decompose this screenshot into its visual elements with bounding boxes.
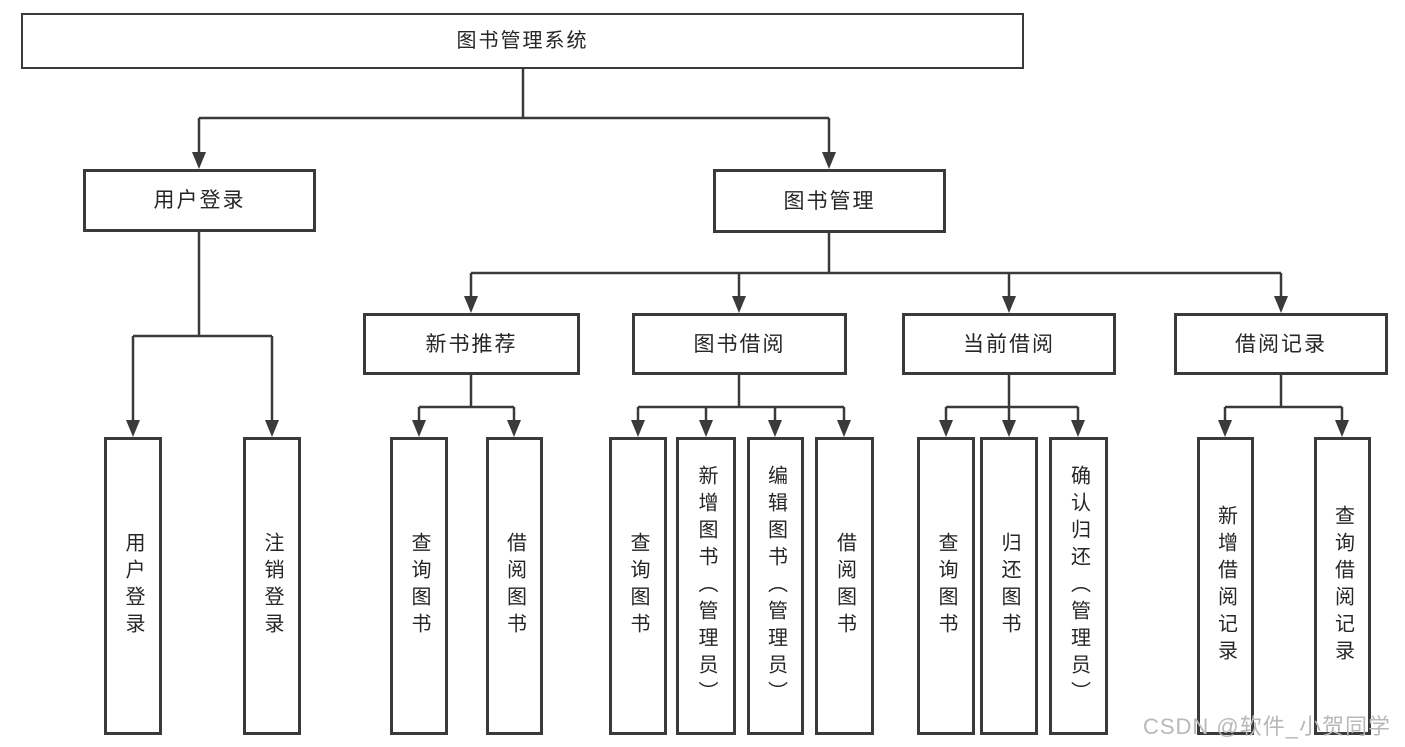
- node-leaf-edit-book: 编辑图书（管理员）: [747, 437, 804, 735]
- node-leaf-borrow-book-2: 借阅图书: [815, 437, 874, 735]
- node-leaf-user-login-label: 用户登录: [122, 532, 144, 640]
- node-leaf-query-book-3-label: 查询图书: [935, 532, 957, 640]
- arrowhead-icon: [412, 420, 426, 437]
- node-leaf-query-record-label: 查询借阅记录: [1331, 505, 1354, 667]
- node-leaf-query-book-2: 查询图书: [609, 437, 667, 735]
- node-book-mgmt: 图书管理: [713, 169, 946, 233]
- node-leaf-add-record: 新增借阅记录: [1197, 437, 1254, 735]
- node-leaf-borrow-book-1-label: 借阅图书: [503, 532, 526, 640]
- node-leaf-borrow-book-1: 借阅图书: [486, 437, 543, 735]
- node-borrow-record: 借阅记录: [1174, 313, 1388, 375]
- arrowhead-icon: [126, 420, 140, 437]
- arrowhead-icon: [768, 420, 782, 437]
- arrowhead-icon: [192, 152, 206, 169]
- node-leaf-query-record: 查询借阅记录: [1314, 437, 1371, 735]
- node-leaf-borrow-book-2-label: 借阅图书: [833, 532, 856, 640]
- arrowhead-icon: [464, 296, 478, 313]
- arrowhead-icon: [699, 420, 713, 437]
- arrowhead-icon: [1274, 296, 1288, 313]
- node-leaf-return-book-label: 归还图书: [998, 532, 1020, 640]
- arrowhead-icon: [1002, 296, 1016, 313]
- node-leaf-logout-label: 注销登录: [261, 532, 283, 640]
- node-leaf-query-book-1: 查询图书: [390, 437, 448, 735]
- node-new-book-rec-label: 新书推荐: [425, 332, 518, 356]
- node-leaf-confirm-return-label: 确认归还（管理员）: [1067, 464, 1090, 708]
- node-borrow-record-label: 借阅记录: [1235, 332, 1327, 356]
- csdn-watermark: CSDN @软件_小贺同学: [1142, 714, 1391, 739]
- arrowhead-icon: [1218, 420, 1232, 437]
- node-book-borrow: 图书借阅: [632, 313, 847, 375]
- arrowhead-icon: [1071, 420, 1085, 437]
- node-leaf-user-login: 用户登录: [104, 437, 162, 735]
- node-book-borrow-label: 图书借阅: [693, 332, 786, 356]
- node-leaf-add-record-label: 新增借阅记录: [1214, 505, 1237, 667]
- node-root-label: 图书管理系统: [456, 30, 589, 52]
- node-current-borrow: 当前借阅: [902, 313, 1116, 375]
- arrowhead-icon: [837, 420, 851, 437]
- node-leaf-query-book-1-label: 查询图书: [408, 532, 430, 640]
- node-root: 图书管理系统: [21, 13, 1024, 69]
- node-leaf-add-book: 新增图书（管理员）: [676, 437, 736, 735]
- node-user-login-label: 用户登录: [153, 189, 246, 212]
- node-book-mgmt-label: 图书管理: [783, 189, 876, 213]
- node-leaf-edit-book-label: 编辑图书（管理员）: [764, 464, 787, 708]
- node-current-borrow-label: 当前借阅: [963, 332, 1055, 356]
- node-new-book-rec: 新书推荐: [363, 313, 580, 375]
- arrowheads: [126, 152, 1349, 437]
- node-leaf-query-book-3: 查询图书: [917, 437, 975, 735]
- arrowhead-icon: [265, 420, 279, 437]
- arrowhead-icon: [939, 420, 953, 437]
- arrowhead-icon: [507, 420, 521, 437]
- arrowhead-icon: [732, 296, 746, 313]
- node-leaf-query-book-2-label: 查询图书: [627, 532, 649, 640]
- node-user-login: 用户登录: [83, 169, 316, 232]
- node-leaf-return-book: 归还图书: [980, 437, 1038, 735]
- node-leaf-confirm-return: 确认归还（管理员）: [1049, 437, 1108, 735]
- arrowhead-icon: [631, 420, 645, 437]
- arrowhead-icon: [822, 152, 836, 169]
- arrowhead-icon: [1335, 420, 1349, 437]
- node-leaf-add-book-label: 新增图书（管理员）: [695, 464, 717, 708]
- connector-lines: [131, 69, 1344, 422]
- node-leaf-logout: 注销登录: [243, 437, 301, 735]
- arrowhead-icon: [1002, 420, 1016, 437]
